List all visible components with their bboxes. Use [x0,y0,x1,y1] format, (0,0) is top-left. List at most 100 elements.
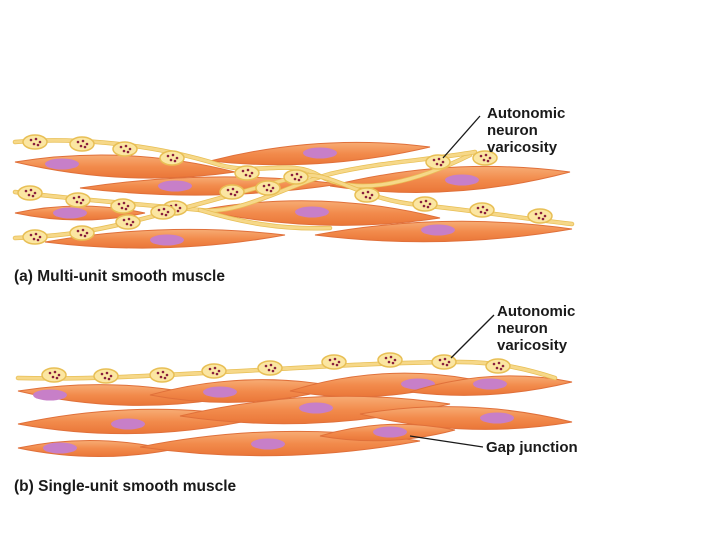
vesicle [165,373,169,377]
vesicle [72,196,76,200]
vesicle [85,142,89,146]
varicosity [354,187,380,203]
vesicle [126,204,130,208]
nucleus [421,224,455,236]
vesicle [178,206,182,210]
vesicle [271,186,275,190]
vesicle [156,371,160,375]
vesicle [445,363,449,367]
vesicle [34,232,38,236]
vesicle [488,156,492,160]
vesicle [24,189,28,193]
vesicle [83,234,87,238]
vesicle [79,201,83,205]
vesicle [51,375,55,379]
label-line-varicosity: varicosity [497,337,568,354]
varicosity [150,204,176,220]
nucleus [43,442,77,454]
vesicle [426,205,430,209]
vesicle [482,158,486,162]
vesicle [166,210,170,214]
varicosity [485,358,511,374]
varicosity [22,134,48,150]
vesicle [541,217,545,221]
nucleus [480,412,514,424]
vesicle [76,229,80,233]
nucleus [45,158,79,170]
vesicle [387,360,391,364]
nucleus [473,378,507,390]
vesicle [328,358,332,362]
vesicle [29,138,33,142]
varicosity [22,229,48,245]
vesicle [208,367,212,371]
panel-b-title: Single-unit smooth muscle [38,478,237,495]
vesicle [428,202,432,206]
vesicle [537,216,541,220]
vesicle [265,188,269,192]
vesicle [81,198,85,202]
vesicle [53,370,57,374]
vesicle [364,195,368,199]
vesicle [333,357,337,361]
vesicle [217,369,221,373]
panel-b-varicosity-label: Autonomic neuron varicosity [497,303,575,354]
vesicle [76,140,80,144]
vesicle [331,362,335,366]
vesicle [109,374,113,378]
panel-a-varicosity-label: Autonomic neuron varicosity [487,105,565,156]
vesicle [299,175,303,179]
vesicle [31,194,35,198]
vesicle [501,364,505,368]
nucleus [33,389,67,401]
gap-junction-leader-line [409,435,484,448]
vesicle [437,157,441,161]
varicosity [112,141,138,157]
varicosity [234,165,260,181]
varicosity [255,180,281,196]
varicosity [283,169,309,185]
vesicle [81,228,85,232]
varicosity [527,208,553,224]
nucleus [53,207,87,219]
vesicle [166,154,170,158]
label-line-varicosity: varicosity [487,139,558,156]
vesicle [164,213,168,217]
vesicle [100,372,104,376]
vesicle [262,184,266,188]
vesicle [29,188,33,192]
vesicle [161,370,165,374]
label-line-autonomic: Autonomic [487,105,566,122]
vesicle [250,171,254,175]
vesicle [244,173,248,177]
vesicle [439,163,443,167]
vesicle [479,154,483,158]
panel-b-caption: (b) Single-unit smooth muscle [14,478,236,496]
varicosity [110,198,136,214]
panel-a-title: Multi-unit smooth muscle [37,268,225,285]
vesicle [163,376,167,380]
vesicle [107,377,111,381]
nucleus [373,426,407,438]
vesicle [162,207,166,211]
vesicle [479,210,483,214]
vesicle [38,140,42,144]
varicosity [431,354,457,370]
panel-b-letter: (b) [14,478,34,495]
vesicle [366,190,370,194]
varicosity [219,184,245,200]
vesicle [29,233,33,237]
label-line-neuron: neuron [487,122,538,139]
vesicle [368,196,372,200]
varicosity [69,225,95,241]
vesicle [269,363,273,367]
vesicle [105,371,109,375]
panel-a-caption: (a) Multi-unit smooth muscle [14,268,225,286]
vesicle [119,145,123,149]
vesicle [120,206,124,210]
vesicle [476,206,480,210]
vesicle [36,143,40,147]
vesicle [229,192,233,196]
vesicle [32,237,36,241]
